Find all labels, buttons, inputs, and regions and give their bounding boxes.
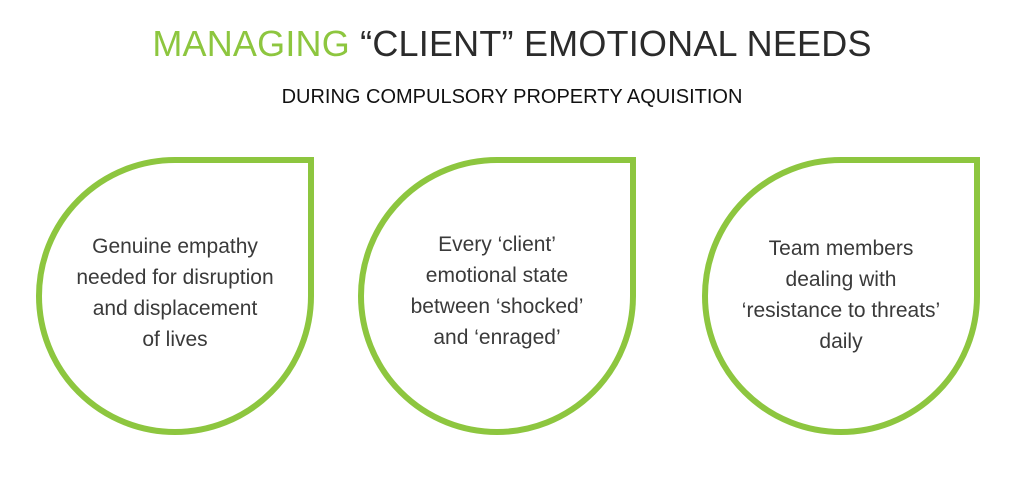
drop-line: Genuine empathy [92, 235, 258, 258]
drop-line: Team members [768, 237, 914, 260]
drop-text-emotional-state: Every ‘client’ emotional state between ‘… [380, 229, 614, 353]
drop-shape-empathy: Genuine empathy needed for disruption an… [36, 157, 314, 435]
page-subtitle: DURING COMPULSORY PROPERTY AQUISITION [281, 86, 743, 108]
drop-text-empathy: Genuine empathy needed for disruption an… [58, 231, 292, 355]
drop-line: and ‘enraged’ [433, 326, 561, 349]
drop-line: needed for disruption [76, 266, 274, 289]
drop-line: ‘resistance to threats’ [741, 299, 941, 322]
page-title: MANAGING “CLIENT” EMOTIONAL NEEDS [0, 22, 1024, 66]
drop-line: daily [819, 330, 863, 353]
drop-line: dealing with [785, 268, 897, 291]
drop-line: of lives [142, 328, 208, 351]
drop-shape-emotional-state: Every ‘client’ emotional state between ‘… [358, 157, 636, 435]
drop-line: Every ‘client’ [438, 233, 556, 256]
drop-text-resistance: Team members dealing with ‘resistance to… [724, 233, 958, 357]
title-accent: MANAGING [152, 23, 350, 64]
drop-line: between ‘shocked’ [410, 295, 584, 318]
drop-line: emotional state [425, 264, 569, 287]
drop-shape-resistance: Team members dealing with ‘resistance to… [702, 157, 980, 435]
drop-line: and displacement [92, 297, 258, 320]
title-rest: “CLIENT” EMOTIONAL NEEDS [360, 23, 872, 64]
